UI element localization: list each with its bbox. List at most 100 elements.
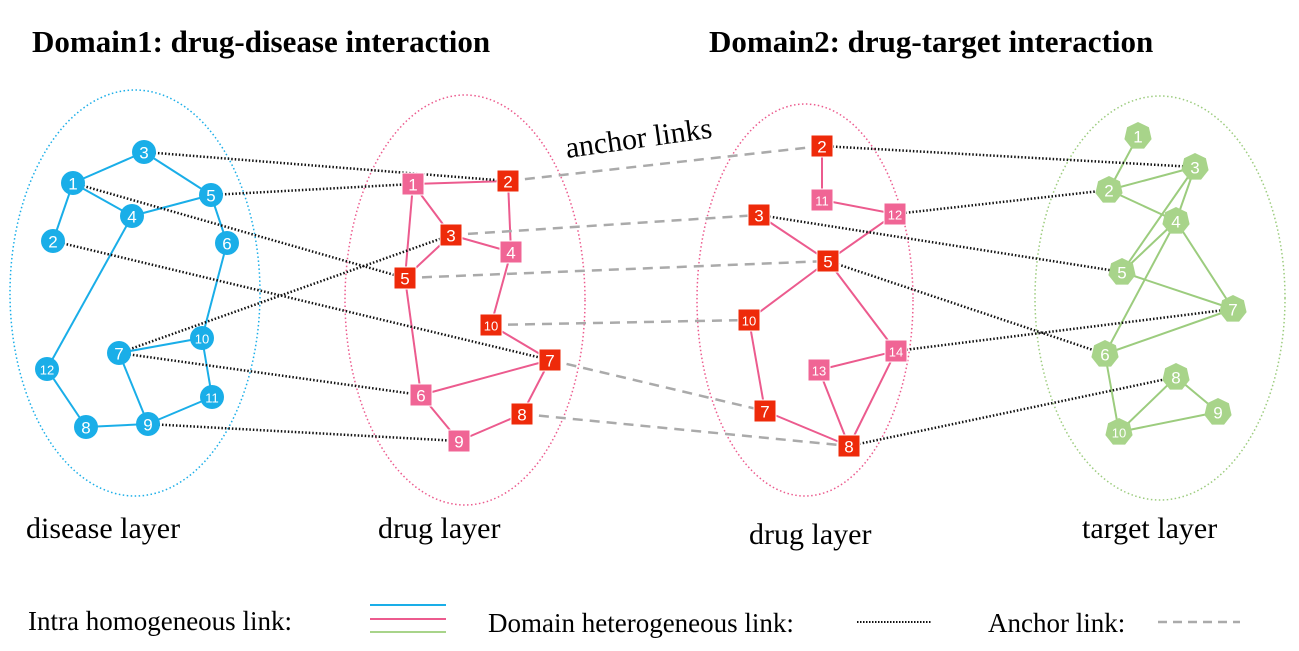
intra-edge-t4-t6 <box>1104 220 1177 355</box>
legend-domain-label: Domain heterogeneous link: <box>488 608 794 638</box>
anchor-link-a10-b10 <box>490 318 750 327</box>
disease-node-12: 12 <box>35 357 59 381</box>
target-node-8-heptagon <box>1162 363 1190 390</box>
legend-anchor-label: Anchor link: <box>988 608 1125 638</box>
drug1-node-9-label: 9 <box>454 433 463 452</box>
target-layer-ellipse <box>1034 95 1286 501</box>
drug1-node-8: 8 <box>510 402 534 426</box>
intra-edge-d6-d10 <box>201 242 228 339</box>
drug1-node-10-label: 10 <box>484 319 498 334</box>
drug2-node-14-square <box>884 339 908 363</box>
target-node-1-label: 1 <box>1133 128 1142 147</box>
drug2-node-14: 14 <box>884 339 908 363</box>
disease-node-9-circle <box>136 412 160 436</box>
target-node-10: 10 <box>1105 418 1133 445</box>
disease-layer-label: disease layer <box>26 512 180 545</box>
intra-edge-b11-b12 <box>821 199 896 215</box>
disease-node-10-circle <box>190 326 214 350</box>
drug2-node-2: 2 <box>810 134 834 158</box>
drug2-node-7-square <box>753 399 777 423</box>
drug1-node-4: 4 <box>499 240 523 264</box>
drug2-node-11-label: 11 <box>815 194 829 209</box>
disease-node-4-label: 4 <box>127 208 136 227</box>
drug2-node-12-square <box>883 202 907 226</box>
drug1-node-10: 10 <box>479 313 503 337</box>
drug2-node-2-square <box>810 134 834 158</box>
drug1-node-4-square <box>499 240 523 264</box>
drug1-node-6: 6 <box>409 383 433 407</box>
drug1-node-1: 1 <box>401 172 425 196</box>
intra-edge-d4-d5 <box>131 194 212 217</box>
drug2-node-11-square <box>810 188 834 212</box>
intra-edge-t2-t3 <box>1108 166 1196 191</box>
disease-node-12-label: 12 <box>40 363 54 378</box>
domain-heterogeneous-links <box>52 144 1234 448</box>
disease-node-7-label: 7 <box>114 345 123 364</box>
disease-node-2: 2 <box>41 229 65 253</box>
drug2-node-2-label: 2 <box>817 138 826 157</box>
intra-edge-a2-a4 <box>507 180 512 253</box>
anchor-links-label: anchor links <box>563 112 714 165</box>
disease-node-2-label: 2 <box>48 233 57 252</box>
drug2-node-3: 3 <box>747 203 771 227</box>
intra-edge-t5-t7 <box>1121 271 1234 310</box>
hetero-link-b5-t6 <box>827 259 1106 356</box>
disease-node-5-label: 5 <box>206 187 215 206</box>
drug-layer-1-label: drug layer <box>378 512 500 545</box>
drug1-node-6-label: 6 <box>416 387 425 406</box>
drug2-node-5: 5 <box>816 249 840 273</box>
drug1-node-3-label: 3 <box>446 227 455 246</box>
disease-node-9: 9 <box>136 412 160 436</box>
drug2-node-8-label: 8 <box>844 438 853 457</box>
drug1-node-8-label: 8 <box>517 406 526 425</box>
intra-edge-d4-d12 <box>46 215 133 370</box>
disease-node-11-circle <box>200 385 224 409</box>
drug1-node-4-label: 4 <box>506 244 515 263</box>
drug1-node-3-square <box>439 223 463 247</box>
target-node-9-label: 9 <box>1213 404 1222 423</box>
disease-node-5: 5 <box>199 183 223 207</box>
drug2-node-5-label: 5 <box>823 253 832 272</box>
target-node-1-heptagon <box>1124 122 1152 149</box>
disease-node-1-circle <box>61 171 85 195</box>
intra-edge-t6-t10 <box>1104 353 1120 433</box>
target-node-2-label: 2 <box>1104 182 1113 201</box>
intra-edge-d9-d7 <box>118 352 149 425</box>
drug1-node-6-square <box>409 383 433 407</box>
disease-node-4: 4 <box>120 204 144 228</box>
drug2-node-12-label: 12 <box>888 208 902 223</box>
drug2-node-13: 13 <box>807 358 831 382</box>
disease-layer-ellipse <box>9 89 261 497</box>
drug2-node-3-label: 3 <box>754 207 763 226</box>
target-node-1: 1 <box>1124 122 1152 149</box>
target-node-7: 7 <box>1219 295 1247 322</box>
disease-node-2-circle <box>41 229 65 253</box>
hetero-link-d9-a9 <box>147 422 460 443</box>
hetero-link-b14-t7 <box>895 307 1234 353</box>
disease-node-6-label: 6 <box>222 235 231 254</box>
drug-layer-1-ellipse <box>344 94 586 506</box>
hetero-link-d7-a3 <box>118 233 452 355</box>
legend-intra-label: Intra homogeneous link: <box>28 606 292 636</box>
intra-edge-a1-a2 <box>412 180 509 185</box>
intra-edges <box>46 135 1234 447</box>
anchor-link-a3-b3 <box>450 213 760 237</box>
target-node-9: 9 <box>1204 398 1232 425</box>
intra-edge-b10-b7 <box>748 319 766 412</box>
target-node-4: 4 <box>1162 207 1190 234</box>
drug1-node-2-label: 2 <box>503 173 512 192</box>
anchor-link-a7-b7 <box>549 358 766 413</box>
disease-node-11: 11 <box>200 385 224 409</box>
drug2-node-12: 12 <box>883 202 907 226</box>
drug1-node-9: 9 <box>447 429 471 453</box>
domain1-title: Domain1: drug-disease interaction <box>32 24 490 59</box>
drug1-node-10-square <box>479 313 503 337</box>
disease-node-3: 3 <box>132 140 156 164</box>
target-node-10-label: 10 <box>1112 426 1126 441</box>
drug1-node-5-square <box>393 266 417 290</box>
disease-node-12-circle <box>35 357 59 381</box>
disease-node-7: 7 <box>107 341 131 365</box>
target-node-5: 5 <box>1108 258 1136 285</box>
target-node-6-heptagon <box>1091 340 1119 367</box>
